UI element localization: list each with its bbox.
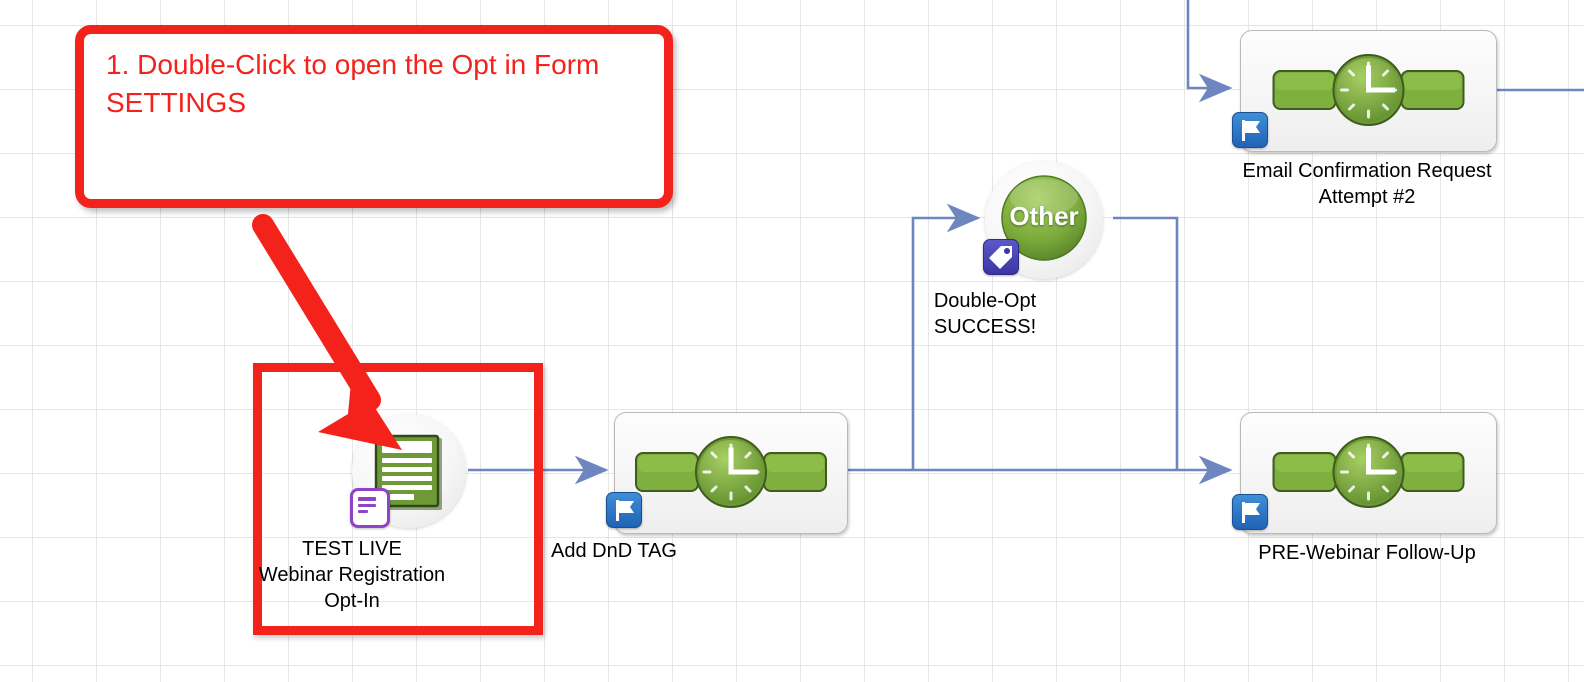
node-label-pre-webinar-follow-up: PRE-Webinar Follow-Up [1258,542,1476,564]
double-opt-icon-text: Other [1009,201,1079,231]
green-clock-sequence-icon [635,436,827,508]
instruction-callout: 1. Double-Click to open the Opt in Form … [75,25,673,208]
flag-badge-icon [1242,502,1260,523]
node-label-double-opt-success: Double-Opt SUCCESS! [933,290,1037,338]
tag-badge-icon [989,246,1012,269]
edge-tag-to-other [911,203,981,470]
flag-badge[interactable] [1232,494,1268,530]
green-form-icon [374,434,442,510]
form-badge-icon [358,497,376,513]
optin-highlight-box [253,363,543,635]
edge-other-down [1113,216,1179,470]
flag-badge[interactable] [1232,112,1268,148]
red-pointer-arrow [252,214,402,450]
green-circle-icon [1001,175,1087,261]
green-clock-sequence-icon [1272,54,1465,126]
instruction-callout-text: 1. Double-Click to open the Opt in Form … [106,49,600,118]
form-badge[interactable] [350,488,390,528]
edge-top-to-email [1186,0,1233,103]
node-label-add-dnd-tag: Add DnD TAG [551,540,677,562]
flag-badge-icon [616,500,634,521]
node-label-optin-form: TEST LIVE Webinar Registration Opt-In [258,538,446,612]
tag-badge[interactable] [983,239,1019,275]
flag-badge-icon [1242,120,1260,141]
flag-badge[interactable] [606,492,642,528]
node-label-email-confirmation-request-2: Email Confirmation Request Attempt #2 [1242,160,1492,208]
green-clock-sequence-icon [1272,436,1465,508]
